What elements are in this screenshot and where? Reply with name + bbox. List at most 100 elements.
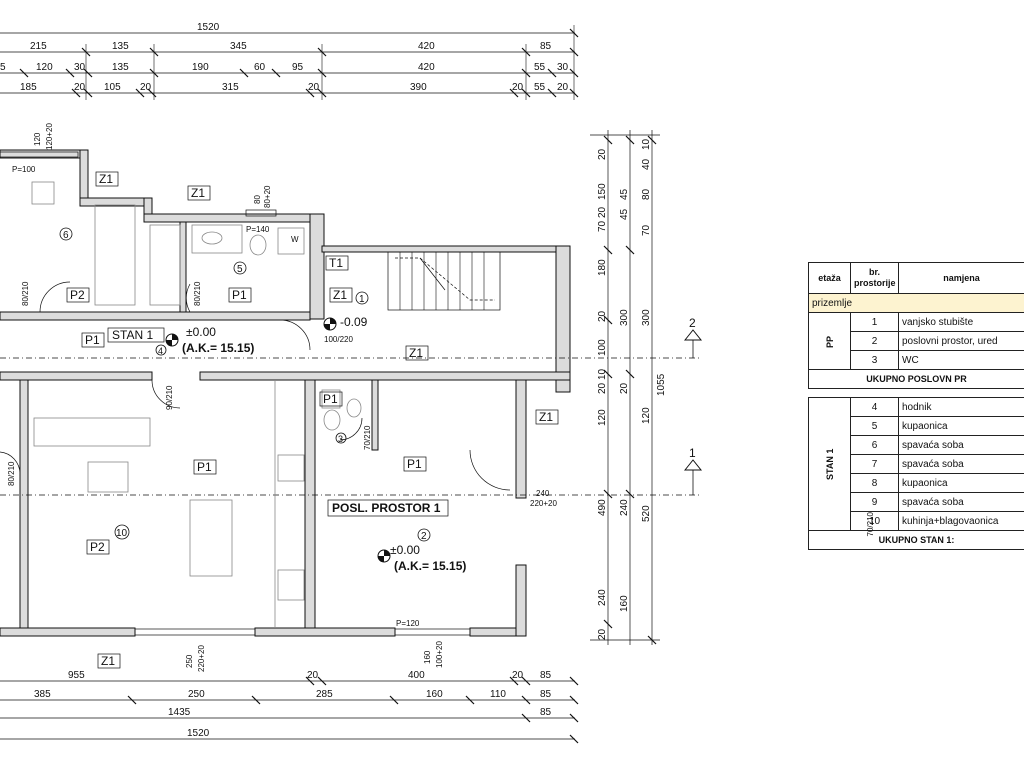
dim-top: 345 bbox=[230, 41, 247, 52]
dim-right: 70 bbox=[597, 220, 608, 232]
legend-room-no: 1 bbox=[850, 312, 899, 332]
dim-bottom: 110 bbox=[490, 689, 506, 700]
dim-right: 150 bbox=[597, 183, 608, 200]
dim-top: 60 bbox=[254, 62, 266, 73]
dim-top: 135 bbox=[112, 62, 129, 73]
dim-top: 20 bbox=[74, 82, 86, 93]
legend-room-no: 6 bbox=[850, 435, 899, 455]
legend-header-room-no: br. prostorije bbox=[850, 262, 899, 294]
dim-bottom: 285 bbox=[316, 689, 333, 700]
legend-room-name: kupaonica bbox=[898, 416, 1024, 436]
dim-bottom: 385 bbox=[34, 689, 51, 700]
opening-dim: 220+20 bbox=[197, 645, 206, 672]
dim-right: 180 bbox=[597, 259, 608, 276]
dim-top: 135 bbox=[112, 41, 129, 52]
dim-right-total: 1055 bbox=[656, 373, 667, 396]
absolute-height-text: (A.K.= 15.15) bbox=[182, 341, 254, 355]
dim-right: 240 bbox=[619, 499, 630, 516]
room-legend-table: etaža br. prostorije namjena prizemlje P… bbox=[808, 262, 1024, 550]
dim-right: 300 bbox=[641, 309, 652, 326]
legend-total-row: UKUPNO STAN 1: bbox=[808, 530, 1024, 550]
dim-top: 185 bbox=[20, 82, 37, 93]
dim-bottom: 1435 bbox=[168, 707, 191, 718]
legend-group-stan: STAN 1 bbox=[808, 397, 851, 531]
door-swings bbox=[0, 281, 511, 491]
room-number: 10 bbox=[116, 528, 128, 539]
dim-top: 420 bbox=[418, 41, 435, 52]
opening-dim: 80 bbox=[253, 195, 262, 204]
dim-right: 120 bbox=[641, 407, 652, 424]
dim-right: 45 bbox=[619, 188, 630, 200]
dim-top: 390 bbox=[410, 82, 427, 93]
dim-right: 490 bbox=[597, 499, 608, 516]
opening-dim: 80/210 bbox=[193, 281, 202, 306]
tag-p1: P1 bbox=[197, 460, 212, 474]
dim-bottom: 400 bbox=[408, 670, 425, 681]
dim-right: 80 bbox=[641, 188, 652, 200]
legend-room-no: 7 bbox=[850, 454, 899, 474]
level-markers bbox=[165, 317, 391, 563]
level-text: -0.09 bbox=[340, 315, 368, 329]
legend-room-name: vanjsko stubište bbox=[898, 312, 1024, 332]
legend-header-purpose: namjena bbox=[898, 262, 1024, 294]
dim-top: 120 bbox=[36, 62, 53, 73]
opening-dim: 160 bbox=[423, 650, 432, 664]
dim-right: 160 bbox=[619, 595, 630, 612]
opening-dim: 220+20 bbox=[530, 499, 557, 508]
dim-top: 20 bbox=[140, 82, 152, 93]
opening-dim: P=140 bbox=[246, 225, 270, 234]
dim-right: 300 bbox=[619, 309, 630, 326]
dim-bottom-total: 1520 bbox=[187, 728, 210, 739]
dim-top: 420 bbox=[418, 62, 435, 73]
dim-bottom: 85 bbox=[540, 707, 552, 718]
dim-right: 10 bbox=[641, 138, 652, 150]
opening-dim: 80/210 bbox=[7, 461, 16, 486]
legend-row: 2 poslovni prostor, ured bbox=[809, 331, 1024, 351]
legend-room-no: 5 bbox=[850, 416, 899, 436]
dim-right: 520 bbox=[641, 505, 652, 522]
legend-row: 5 kupaonica bbox=[809, 416, 1024, 436]
top-dimension-lines: 1520 215 135 345 420 85 5 120 30 135 190… bbox=[0, 22, 579, 100]
legend-header-row: etaža br. prostorije namjena bbox=[808, 262, 1024, 294]
tag-p2: P2 bbox=[90, 540, 105, 554]
dim-right: 120 bbox=[597, 409, 608, 426]
legend-room-no: 3 bbox=[850, 350, 899, 370]
tag-p1: P1 bbox=[232, 288, 247, 302]
dim-top: 315 bbox=[222, 82, 239, 93]
dim-right: 20 bbox=[597, 382, 608, 394]
tag-z1: Z1 bbox=[333, 288, 347, 302]
dim-top: 55 bbox=[534, 62, 546, 73]
absolute-height-text: (A.K.= 15.15) bbox=[394, 559, 466, 573]
legend-side-note: 70/210 bbox=[866, 512, 875, 537]
legend-room-name: poslovni prostor, ured bbox=[898, 331, 1024, 351]
legend-section-row: prizemlje bbox=[808, 293, 1024, 313]
section-1-label: 1 bbox=[689, 446, 696, 460]
dim-top: 20 bbox=[512, 82, 524, 93]
legend-section-label: prizemlje bbox=[808, 293, 1024, 313]
opening-dim: 100/220 bbox=[324, 335, 353, 344]
legend-row: 10 kuhinja+blagovaonica bbox=[809, 511, 1024, 531]
dim-top: 85 bbox=[540, 41, 552, 52]
dim-right: 240 bbox=[597, 589, 608, 606]
opening-dim: 80+20 bbox=[263, 185, 272, 208]
tag-p1: P1 bbox=[323, 392, 338, 406]
legend-room-name: spavaća soba bbox=[898, 454, 1024, 474]
tag-z1: Z1 bbox=[539, 410, 553, 424]
legend-header-etaza: etaža bbox=[808, 262, 851, 294]
opening-dim: 80/210 bbox=[21, 281, 30, 306]
legend-room-no: 8 bbox=[850, 473, 899, 493]
room-number: 2 bbox=[421, 531, 427, 542]
dim-bottom: 85 bbox=[540, 689, 552, 700]
legend-room-name: WC bbox=[898, 350, 1024, 370]
dim-top: 20 bbox=[308, 82, 320, 93]
opening-dim: 120 bbox=[33, 132, 42, 146]
tag-z1: Z1 bbox=[409, 346, 423, 360]
dim-bottom: 85 bbox=[540, 670, 552, 681]
legend-room-name: spavaća soba bbox=[898, 492, 1024, 512]
dim-bottom: 20 bbox=[307, 670, 319, 681]
legend-total-pp: UKUPNO POSLOVN PR bbox=[808, 369, 1024, 389]
dim-top: 20 bbox=[557, 82, 569, 93]
tag-t1: T1 bbox=[329, 256, 343, 270]
legend-row: 6 spavaća soba bbox=[809, 435, 1024, 455]
tag-p1: P1 bbox=[85, 333, 100, 347]
